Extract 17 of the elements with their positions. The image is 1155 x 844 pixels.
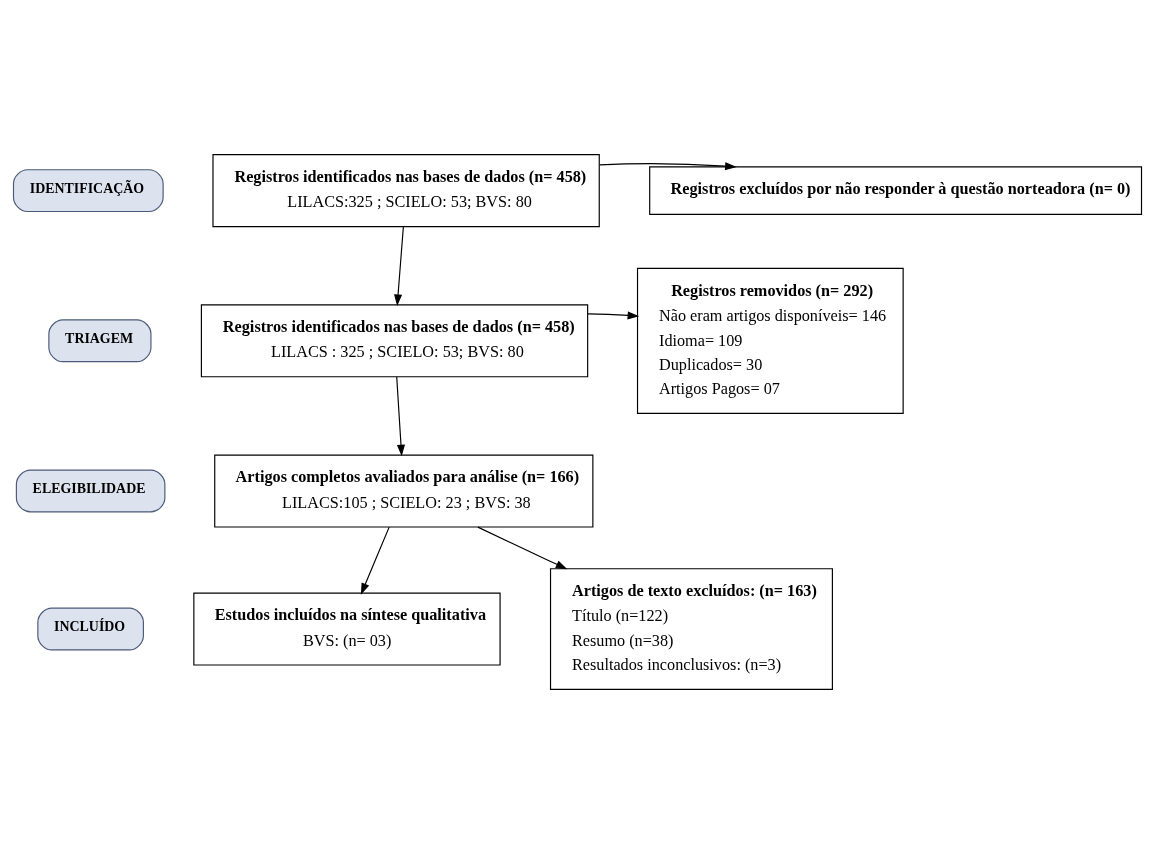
node-box: Estudos incluídos na síntese qualitativa BVS: (n= 03) bbox=[193, 592, 501, 666]
node-box: ELEGIBILIDADE bbox=[15, 469, 166, 513]
arrow bbox=[394, 226, 404, 307]
node-box: Registros identificados nas bases de dados (n= 458) LILACS:325 ; SCIELO: 53; BVS: 80 bbox=[212, 154, 600, 228]
arrow bbox=[599, 162, 737, 171]
arrow bbox=[396, 376, 405, 457]
arrow bbox=[360, 526, 390, 595]
node-box: Registros excluídos por não responder à questão norteadora (n= 0) bbox=[649, 166, 1143, 215]
node-box: Registros identificados nas bases de dados (n= 458) LILACS : 325 ; SCIELO: 53; BVS: 80 bbox=[200, 304, 589, 378]
arrow bbox=[587, 311, 640, 320]
node-box: Registros removidos (n= 292) Não eram artigos disponíveis= 146 Idioma= 109 Duplicados= 30 Artigos Pagos= 07 bbox=[636, 267, 904, 414]
node-box: INCLUÍDO bbox=[37, 607, 144, 651]
node-box: IDENTIFICAÇÃO bbox=[12, 169, 164, 213]
arrow bbox=[477, 526, 568, 570]
node-box: Artigos completos avaliados para análise (n= 166) LILACS:105 ; SCIELO: 23 ; BVS: 38 bbox=[214, 454, 594, 528]
node-box: Artigos de texto excluídos: (n= 163) Título (n=122) Resumo (n=38) Resultados inconclusivos: (n=3) bbox=[549, 568, 833, 690]
node-box: TRIAGEM bbox=[48, 319, 152, 363]
